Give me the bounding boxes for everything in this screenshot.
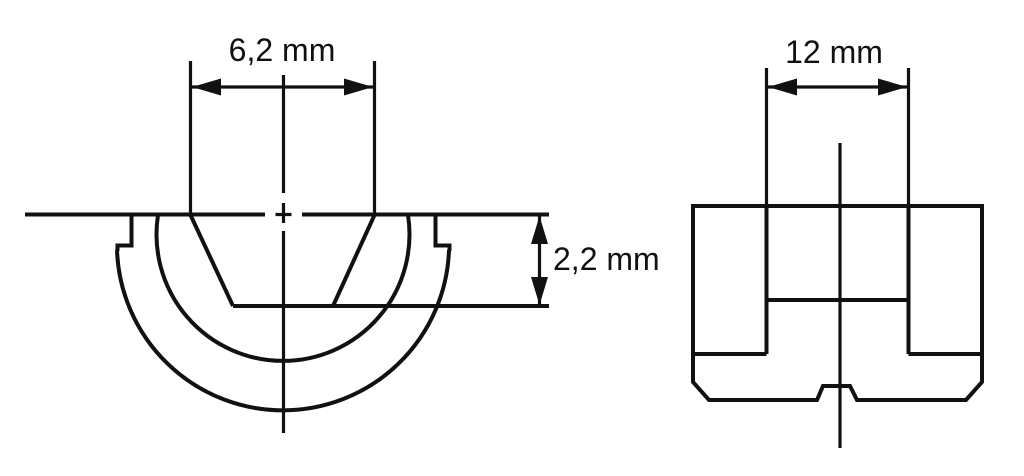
centerline-vertical: [275, 75, 292, 433]
arrowhead-right: [878, 78, 907, 96]
right-step-outline: [433, 214, 452, 251]
arrowhead-right: [344, 78, 373, 96]
width-dimension: 6,2 mm: [188, 32, 377, 214]
tool-profile-view: 12 mm: [691, 34, 984, 448]
width-extension-lines-right: [764, 68, 911, 206]
countersink-taper-left: [188, 214, 235, 307]
countersink-section-view: 6,2 mm 2,2 mm: [25, 32, 660, 433]
width-dimension-right-label: 12 mm: [785, 34, 883, 70]
arrowhead-left: [768, 78, 797, 96]
depth-dimension: 2,2 mm: [531, 216, 660, 305]
arrowhead-down: [531, 277, 548, 305]
countersink-taper-right: [331, 214, 377, 307]
width-dimension-label: 6,2 mm: [229, 32, 336, 68]
arrowhead-up: [531, 216, 548, 244]
body-outline: [691, 204, 984, 402]
width-dimension-right: 12 mm: [764, 34, 911, 206]
depth-dimension-label: 2,2 mm: [553, 241, 660, 277]
views: 6,2 mm 2,2 mm 12 mm: [25, 32, 984, 448]
left-step-outline: [115, 214, 134, 251]
arrowhead-left: [192, 78, 221, 96]
